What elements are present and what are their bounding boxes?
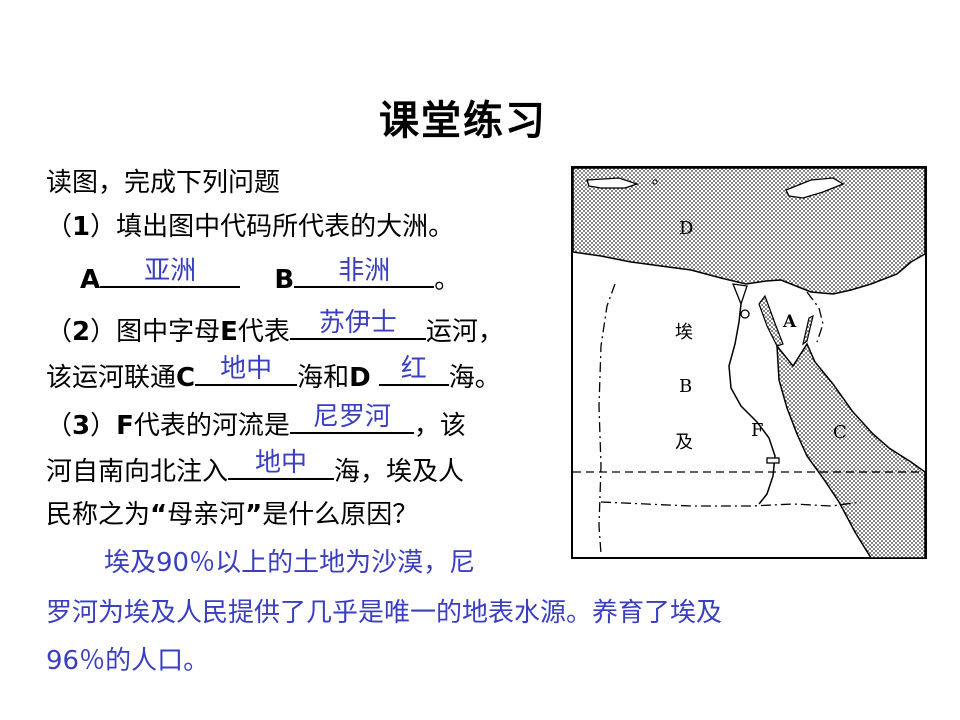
question-intro: 读图，完成下列问题 <box>46 168 280 198</box>
label-b: B <box>274 265 295 295</box>
western-border <box>598 283 616 555</box>
answer-f: 尼罗河 <box>312 402 391 432</box>
q2-text5: 海和 <box>297 363 350 393</box>
southern-border <box>600 501 862 507</box>
sinai-border <box>806 291 824 343</box>
blank-e[interactable]: 苏伊士 <box>289 308 426 340</box>
label-f: F <box>751 420 764 441</box>
paren-open: （ <box>46 212 73 242</box>
answer-sea: 地中 <box>255 448 308 478</box>
intro-text: 读图，完成下列问题 <box>46 168 281 198</box>
question-2: （2）图中字母E代表苏伊士运河， <box>46 308 504 347</box>
q3-letter-f: F <box>116 411 134 441</box>
label-egypt-2: 及 <box>675 432 693 453</box>
q3-text5: 民称之为 <box>46 500 151 530</box>
blank-b[interactable]: 非洲 <box>294 256 435 288</box>
q2-text1: 图中字母 <box>116 317 221 347</box>
crete-island <box>586 177 640 189</box>
egypt-map: D A 埃 B 及 F C <box>571 166 927 559</box>
q3-quoted: 母亲河 <box>167 500 246 530</box>
q3-text2: ，该 <box>413 411 466 441</box>
answer-line-1: 埃及90％以上的土地为沙漠，尼 <box>104 548 476 578</box>
answer-a: 亚洲 <box>144 256 197 286</box>
answer-c: 地中 <box>220 354 273 384</box>
paren-open: （ <box>46 317 73 347</box>
question-3-line3: 民称之为“母亲河”是什么原因？ <box>46 500 418 530</box>
q2-letter-d: D <box>349 363 371 393</box>
q2-text6: 海。 <box>448 363 501 393</box>
blank-c[interactable]: 地中 <box>195 354 298 386</box>
q1-text: 填出图中代码所代表的大洲。 <box>116 212 455 242</box>
label-b: B <box>679 376 692 397</box>
q3-number: 3 <box>72 411 91 441</box>
question-3-line2: 河自南向北注入地中海，埃及人 <box>46 448 465 487</box>
quote-open: “ <box>150 500 168 530</box>
question-3: （3）F代表的河流是尼罗河 ，该 <box>46 402 466 441</box>
question-1-blanks: A 亚洲 B 非洲 。 <box>80 256 461 295</box>
q2-text3: 运河， <box>425 317 504 347</box>
q3-text1: 代表的河流是 <box>133 411 290 441</box>
question-1: （1）填出图中代码所代表的大洲。 <box>46 212 454 242</box>
q2-text4: 该运河联通 <box>46 363 177 393</box>
q3-text4: 海，埃及人 <box>334 457 465 487</box>
q2-letter-e: E <box>220 317 238 347</box>
q1-number: 1 <box>72 212 91 242</box>
paren-close: ） <box>90 212 117 242</box>
red-sea <box>776 342 926 559</box>
answer-b: 非洲 <box>338 256 391 286</box>
dam-marker <box>766 457 780 464</box>
nile-delta <box>731 283 748 306</box>
answer-e: 苏伊士 <box>318 308 397 338</box>
q2-text2: 代表 <box>237 317 290 347</box>
slide-title: 课堂练习 <box>379 97 547 144</box>
label-a: A <box>80 265 101 295</box>
q3-text6: 是什么原因？ <box>262 500 419 530</box>
quote-close: ” <box>245 500 263 530</box>
answer-line-2: 罗河为埃及人民提供了几乎是唯一的地表水源。养育了埃及 <box>46 598 723 628</box>
answer-line-3: 96％的人口。 <box>46 646 210 676</box>
mediterranean-sea <box>572 167 926 295</box>
label-egypt-1: 埃 <box>675 322 693 343</box>
nile-river <box>728 303 776 505</box>
blank-sea[interactable]: 地中 <box>228 448 335 480</box>
label-a: A <box>782 312 797 332</box>
label-d: D <box>679 218 693 239</box>
cyprus-island <box>785 177 845 199</box>
answer-d: 红 <box>400 354 427 384</box>
blank-f[interactable]: 尼罗河 <box>289 402 414 434</box>
cairo-marker <box>740 309 750 319</box>
q3-text3: 河自南向北注入 <box>46 457 229 487</box>
blank-d[interactable]: 红 <box>378 354 449 386</box>
q1-end: 。 <box>434 265 461 295</box>
blank-a[interactable]: 亚洲 <box>100 256 241 288</box>
paren-open: （ <box>46 411 73 441</box>
gulf-of-aqaba <box>802 314 814 346</box>
paren-close: ） <box>90 317 117 347</box>
q2-letter-c: C <box>176 363 196 393</box>
label-c: C <box>833 422 847 443</box>
paren-close: ） <box>90 411 117 441</box>
q2-number: 2 <box>72 317 91 347</box>
